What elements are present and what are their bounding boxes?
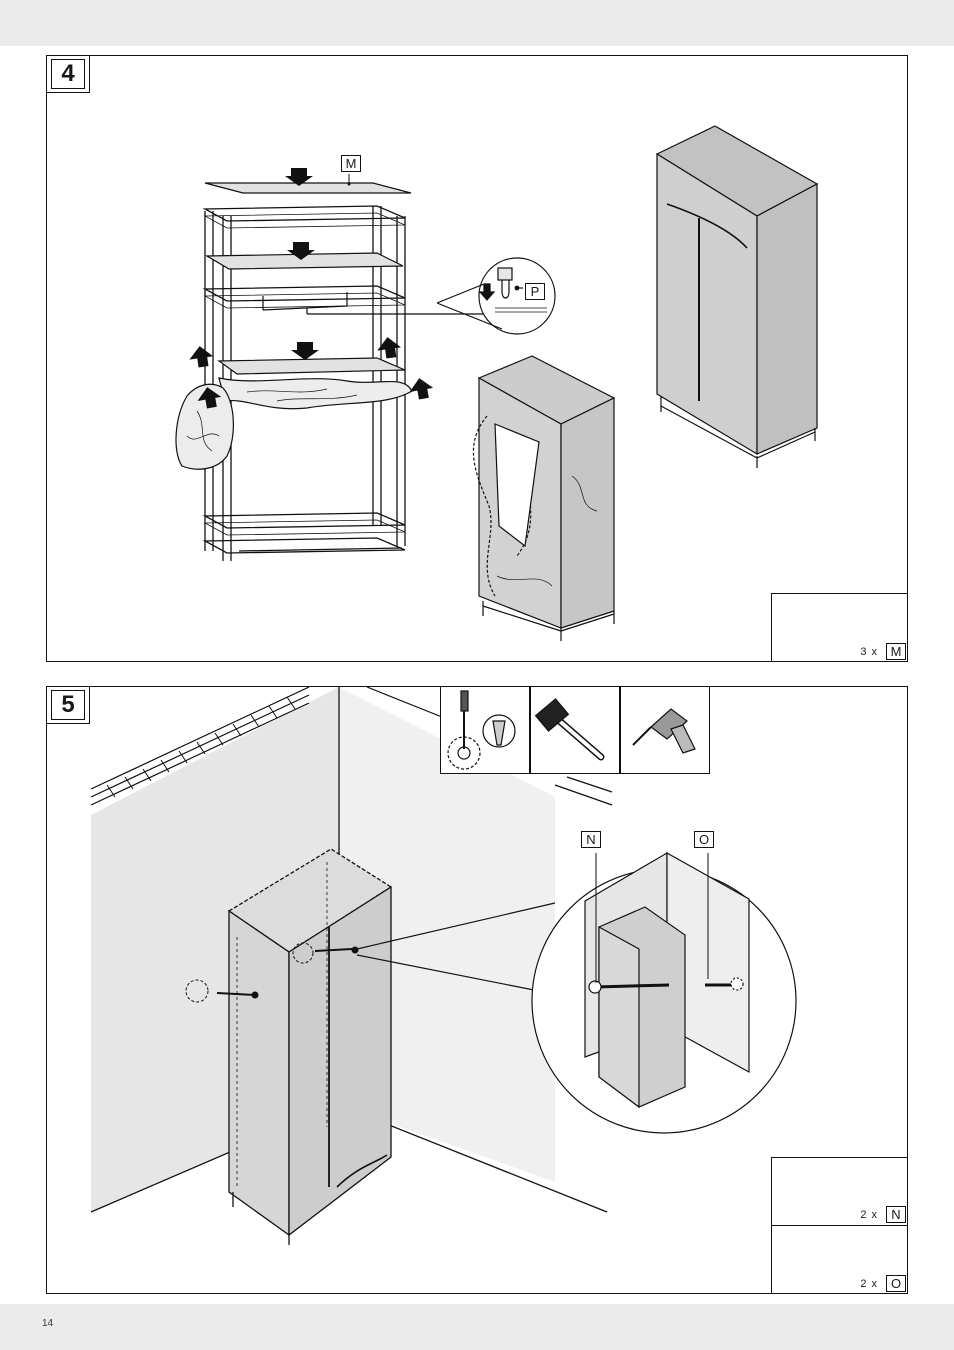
- part-label: O: [886, 1275, 906, 1292]
- step-5-badge: 5: [47, 687, 90, 724]
- shelf-m: [205, 183, 411, 193]
- parts-box-o: 2 x O: [771, 1226, 908, 1294]
- step-5-panel: 5: [46, 686, 908, 1294]
- callout-label-n: N: [581, 831, 601, 848]
- tools-row: [440, 687, 710, 775]
- header-band: [0, 0, 954, 46]
- tool-drill: [620, 687, 710, 774]
- part-label: N: [886, 1206, 906, 1223]
- callout-label-o: O: [694, 831, 714, 848]
- part-label: M: [886, 643, 906, 660]
- step-4-illustration: [47, 56, 908, 662]
- fabric-cover: [219, 378, 412, 409]
- parts-box-m: 3 x M: [771, 593, 908, 662]
- part-quantity: 3 x: [860, 646, 878, 658]
- tool-hammer: [530, 687, 620, 774]
- shelf-lower: [219, 358, 405, 374]
- page-number: 14: [42, 1318, 53, 1329]
- step-number: 5: [51, 690, 85, 720]
- callout-label-m: M: [341, 155, 361, 172]
- callout-label-p: P: [525, 283, 545, 300]
- step-4-badge: 4: [47, 56, 90, 93]
- screwdriver-icon: [448, 691, 515, 769]
- drill-icon: [633, 709, 695, 753]
- tool-screwdriver: [440, 687, 530, 774]
- wardrobe-partially-covered: [473, 356, 614, 641]
- part-quantity: 2 x: [860, 1278, 878, 1290]
- parts-box-n: 2 x N: [771, 1157, 908, 1226]
- footer-band: [0, 1304, 954, 1350]
- wardrobe-covered: [657, 126, 817, 468]
- step-number: 4: [51, 59, 85, 89]
- step-4-panel: 4: [46, 55, 908, 662]
- wardrobe-against-wall: [229, 849, 391, 1245]
- part-quantity: 2 x: [860, 1209, 878, 1221]
- hammer-icon: [536, 699, 601, 757]
